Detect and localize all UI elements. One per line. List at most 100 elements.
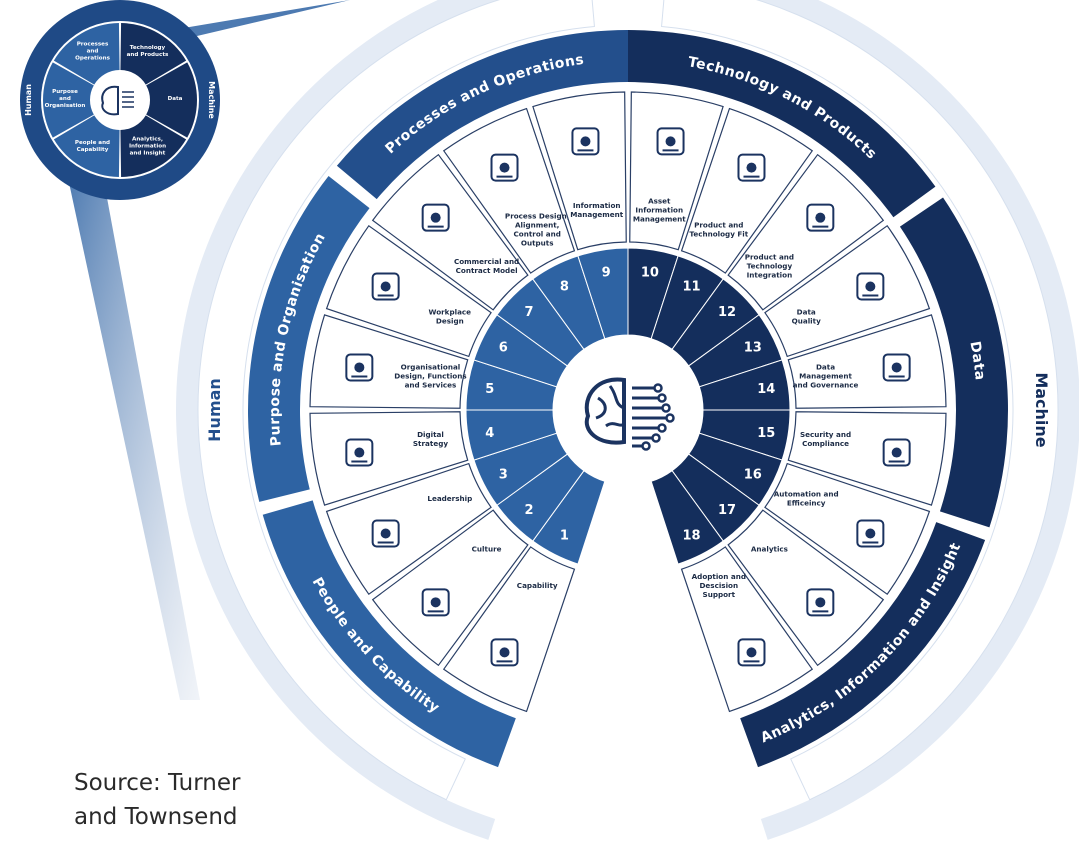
- segment-number-5: 5: [485, 382, 494, 397]
- segment-number-9: 9: [602, 266, 611, 281]
- segment-card-14: [787, 314, 947, 409]
- source-line-1: Source: Turner: [74, 770, 241, 796]
- segment-card-9: [532, 91, 627, 251]
- zoom-beam-left: [62, 150, 200, 700]
- hub-network-icon: [371, 272, 400, 301]
- brain-circuit-icon: [584, 377, 675, 451]
- domain-arc-people: [262, 500, 516, 768]
- mini-segment-3: [146, 62, 197, 138]
- segment-card-8: [442, 107, 576, 274]
- domain-label-data: Data: [966, 340, 987, 381]
- mini-brain-circuit-icon: [101, 85, 134, 116]
- domain-arc-purpose: [248, 176, 370, 502]
- segment-label-17: Analytics: [751, 544, 788, 553]
- hemisphere-label-human: Human: [205, 378, 224, 442]
- person-checklist-icon: [490, 638, 519, 667]
- mini-segment-4: [120, 115, 187, 177]
- segment-card-16: [764, 462, 931, 596]
- contract-document-icon: [421, 203, 450, 232]
- segment-number-7: 7: [524, 305, 533, 320]
- team-icon: [371, 519, 400, 548]
- segment-card-11: [680, 107, 814, 274]
- mini-segment-1: [53, 23, 120, 85]
- segment-number-17: 17: [718, 503, 736, 518]
- domain-arc-analytics: [740, 522, 986, 768]
- segment-number-15: 15: [757, 426, 775, 441]
- segment-number-1: 1: [560, 529, 569, 544]
- hemisphere-arc-human: [197, 0, 595, 801]
- laptop-icon: [737, 153, 766, 182]
- segment-label-1: Capability: [517, 581, 558, 590]
- segment-number-11: 11: [683, 279, 701, 294]
- segment-number-6: 6: [499, 340, 508, 355]
- source-caption: Source: Turner and Townsend: [74, 766, 240, 834]
- segment-number-10: 10: [641, 266, 659, 281]
- segment-number-3: 3: [499, 468, 508, 483]
- segment-label-3: Leadership: [427, 494, 472, 503]
- segment-card-18: [680, 546, 814, 713]
- segment-number-4: 4: [485, 426, 494, 441]
- segment-card-15: [787, 411, 947, 506]
- segment-card-3: [325, 462, 492, 596]
- segment-card-2: [371, 509, 529, 667]
- domain-arc-process: [336, 29, 628, 200]
- org-chart-icon: [345, 353, 374, 382]
- magnifier-flowchart-icon: [571, 127, 600, 156]
- checklist-icon: [882, 353, 911, 382]
- mini-segment-5: [53, 115, 120, 177]
- dashboard-icon: [806, 588, 835, 617]
- mini-segment-2: [120, 23, 187, 85]
- segment-number-13: 13: [744, 340, 762, 355]
- domain-arc-data: [899, 197, 1009, 528]
- segment-number-14: 14: [757, 382, 775, 397]
- mini-brain-disc: [92, 72, 148, 128]
- cubes-icon: [656, 127, 685, 156]
- center-disc: [556, 338, 700, 482]
- segment-number-2: 2: [524, 503, 533, 518]
- gear-arrows-icon: [856, 519, 885, 548]
- mini-label-machine: Machine: [207, 81, 216, 119]
- segment-card-5: [309, 314, 469, 409]
- globe-network-icon: [421, 588, 450, 617]
- segment-card-13: [764, 224, 931, 358]
- segment-number-16: 16: [744, 468, 762, 483]
- circuit-board-icon: [345, 438, 374, 467]
- segment-card-17: [727, 509, 885, 667]
- mini-segment-label-3: Data: [168, 96, 183, 102]
- segment-card-1: [442, 546, 576, 713]
- segment-number-12: 12: [718, 305, 736, 320]
- mini-segment-6: [42, 62, 94, 138]
- gear-lock-icon: [882, 438, 911, 467]
- segment-card-7: [371, 153, 529, 311]
- source-line-2: and Townsend: [74, 804, 238, 830]
- segment-card-4: [309, 411, 469, 506]
- segment-number-18: 18: [683, 529, 701, 544]
- database-badge-icon: [856, 272, 885, 301]
- segment-card-10: [629, 91, 724, 251]
- segment-label-2: Culture: [472, 544, 502, 553]
- segment-number-8: 8: [560, 279, 569, 294]
- signpost-icon: [737, 638, 766, 667]
- mini-label-human: Human: [24, 84, 33, 116]
- gears-icon: [806, 203, 835, 232]
- segment-card-12: [727, 153, 885, 311]
- hemisphere-label-machine: Machine: [1032, 372, 1051, 447]
- domain-arc-technology: [628, 30, 936, 218]
